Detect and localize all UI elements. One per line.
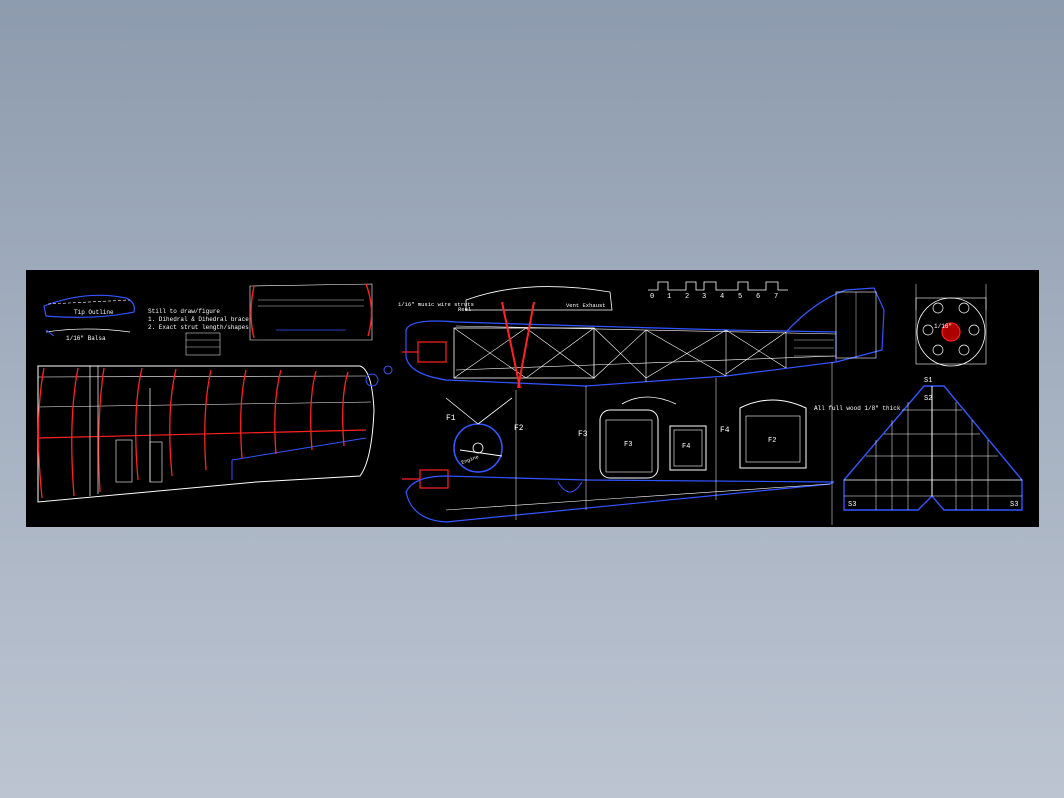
aileron-detail bbox=[249, 283, 373, 341]
balsa-label: 1/16" Balsa bbox=[66, 335, 106, 342]
svg-text:2: 2 bbox=[685, 293, 689, 301]
fuselage-side-view: 1/16" music wire struts Vent Exhaust Ree… bbox=[398, 281, 901, 525]
svg-text:6: 6 bbox=[756, 293, 760, 301]
svg-text:7: 7 bbox=[774, 293, 778, 301]
wheel-outline bbox=[453, 423, 503, 473]
notes-line-1: Still to draw/figure bbox=[148, 308, 220, 315]
former-label-f1: F1 bbox=[446, 414, 456, 423]
tail-plane: S3 S3 S1 S2 bbox=[843, 377, 1023, 511]
fuel-note: All full wood 1/8" thick bbox=[814, 405, 901, 412]
station-s1: S1 bbox=[924, 377, 932, 385]
formers bbox=[599, 396, 807, 479]
former-label-f3: F3 bbox=[578, 430, 588, 439]
former-f2-label: F2 bbox=[768, 437, 776, 445]
former-label-f4: F4 bbox=[720, 426, 730, 435]
svg-text:0: 0 bbox=[650, 293, 654, 301]
former-f4-label: F4 bbox=[682, 443, 690, 451]
svg-text:5: 5 bbox=[738, 293, 742, 301]
tip-outline-label: Tip Outline bbox=[74, 309, 114, 316]
front-view: 1/16" bbox=[915, 284, 987, 367]
svg-text:3: 3 bbox=[702, 293, 706, 301]
ruler-numbers: 0 1 2 3 4 5 6 7 bbox=[650, 293, 778, 301]
station-s3-right: S3 bbox=[1010, 501, 1018, 509]
strut-label: 1/16" music wire struts bbox=[398, 301, 474, 308]
blueprint-drawing: Tip Outline 1/16" Balsa Still to draw/fi… bbox=[37, 281, 1023, 525]
former-f3-label: F3 bbox=[624, 441, 632, 449]
svg-text:4: 4 bbox=[720, 293, 724, 301]
station-s3-left: S3 bbox=[848, 501, 856, 509]
notes-line-2: 1. Dihedral & Dihedral brace bbox=[148, 316, 249, 323]
station-s2: S2 bbox=[924, 395, 932, 403]
vent-label: Vent Exhaust bbox=[566, 302, 606, 309]
wing-ribs bbox=[37, 367, 349, 499]
drawing-sheet: Tip Outline 1/16" Balsa Still to draw/fi… bbox=[26, 270, 1039, 527]
svg-text:1: 1 bbox=[667, 293, 671, 301]
notes-line-3: 2. Exact strut length/shapes bbox=[148, 324, 249, 331]
ruler bbox=[648, 281, 788, 291]
former-label-f2: F2 bbox=[514, 424, 524, 433]
engine-label: Engine bbox=[461, 454, 480, 466]
grid-label: 1/16" bbox=[934, 323, 952, 330]
wing-panel: Tip Outline 1/16" Balsa Still to draw/fi… bbox=[37, 294, 393, 503]
reel-label: Reel bbox=[458, 306, 471, 313]
